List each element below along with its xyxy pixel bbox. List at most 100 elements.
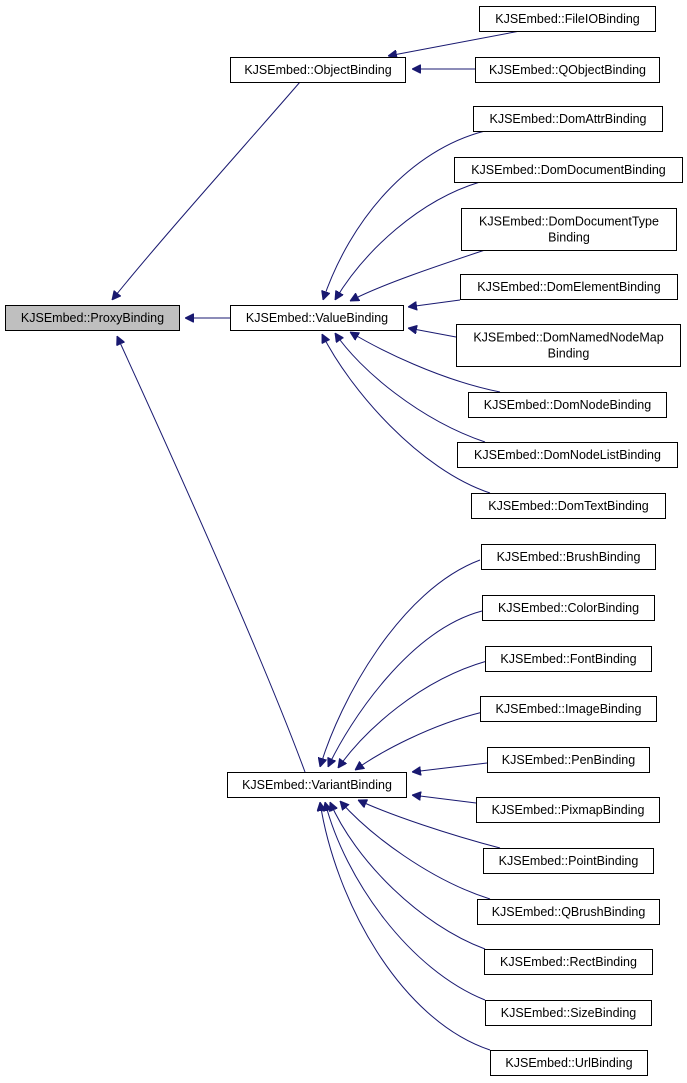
edge-url-to-variant: [320, 802, 491, 1051]
class-node-label: Binding: [548, 347, 590, 361]
class-node-box[interactable]: [481, 544, 656, 570]
edge-brush-to-variant: [320, 559, 481, 767]
class-node-variant[interactable]: KJSEmbed::VariantBinding: [227, 772, 407, 798]
class-node-label: KJSEmbed::ColorBinding: [498, 601, 639, 615]
class-node-label: KJSEmbed::DomNamedNodeMap: [473, 331, 663, 345]
class-node-domtext[interactable]: KJSEmbed::DomTextBinding: [471, 493, 666, 519]
edge-domnode-to-value: [350, 332, 501, 393]
class-node-box: [5, 305, 180, 331]
class-node-label: KJSEmbed::QBrushBinding: [492, 905, 646, 919]
class-node-label: KJSEmbed::BrushBinding: [497, 550, 641, 564]
edges-layer: [112, 30, 521, 1051]
class-node-pixmap[interactable]: KJSEmbed::PixmapBinding: [476, 797, 660, 823]
nodes-layer: KJSEmbed::ProxyBinding KJSEmbed::ObjectBi…: [5, 6, 683, 1076]
class-node-label: KJSEmbed::UrlBinding: [505, 1056, 632, 1070]
class-node-box[interactable]: [485, 1000, 652, 1026]
class-node-box[interactable]: [454, 157, 683, 183]
class-node-size[interactable]: KJSEmbed::SizeBinding: [485, 1000, 652, 1026]
class-node-domelement[interactable]: KJSEmbed::DomElementBinding: [460, 274, 678, 300]
class-node-value[interactable]: KJSEmbed::ValueBinding: [230, 305, 404, 331]
edge-domattr-to-value: [323, 130, 486, 300]
class-node-box[interactable]: [456, 324, 681, 367]
edge-domnodelist-to-value: [335, 333, 486, 443]
class-node-label: KJSEmbed::DomDocumentType: [479, 215, 659, 229]
class-node-label: KJSEmbed::ValueBinding: [246, 311, 388, 325]
class-node-label: KJSEmbed::FontBinding: [500, 652, 636, 666]
class-node-label: KJSEmbed::FileIOBinding: [495, 12, 640, 26]
class-node-box[interactable]: [460, 274, 678, 300]
class-node-label: KJSEmbed::ProxyBinding: [21, 311, 164, 325]
class-node-label: KJSEmbed::DomDocumentBinding: [471, 163, 666, 177]
class-node-box[interactable]: [468, 392, 667, 418]
class-node-label: KJSEmbed::DomAttrBinding: [489, 112, 646, 126]
class-node-box[interactable]: [473, 106, 663, 132]
class-node-box[interactable]: [476, 797, 660, 823]
class-node-domdocument[interactable]: KJSEmbed::DomDocumentBinding: [454, 157, 683, 183]
class-node-box[interactable]: [457, 442, 678, 468]
class-node-label: KJSEmbed::DomNodeListBinding: [474, 448, 661, 462]
class-node-qbrush[interactable]: KJSEmbed::QBrushBinding: [477, 899, 660, 925]
edge-image-to-variant: [355, 711, 484, 770]
class-node-color[interactable]: KJSEmbed::ColorBinding: [482, 595, 655, 621]
edge-pen-to-variant: [412, 762, 488, 772]
edge-domtext-to-value: [322, 334, 491, 494]
class-node-box[interactable]: [490, 1050, 648, 1076]
edge-variant-to-proxy: [117, 336, 306, 773]
class-node-box[interactable]: [485, 646, 652, 672]
class-node-label: Binding: [548, 231, 590, 245]
class-node-box[interactable]: [484, 949, 653, 975]
class-node-url[interactable]: KJSEmbed::UrlBinding: [490, 1050, 648, 1076]
edge-point-to-variant: [358, 800, 501, 849]
class-node-pen[interactable]: KJSEmbed::PenBinding: [487, 747, 650, 773]
class-node-label: KJSEmbed::DomElementBinding: [477, 280, 660, 294]
class-node-box[interactable]: [483, 848, 654, 874]
class-node-label: KJSEmbed::RectBinding: [500, 955, 637, 969]
edge-color-to-variant: [328, 610, 483, 767]
class-node-point[interactable]: KJSEmbed::PointBinding: [483, 848, 654, 874]
class-node-label: KJSEmbed::SizeBinding: [501, 1006, 637, 1020]
class-node-box[interactable]: [461, 208, 677, 251]
class-node-label: KJSEmbed::PenBinding: [502, 753, 635, 767]
class-node-box[interactable]: [477, 899, 660, 925]
class-node-image[interactable]: KJSEmbed::ImageBinding: [480, 696, 657, 722]
edge-domelement-to-value: [408, 299, 461, 307]
class-node-label: KJSEmbed::DomTextBinding: [488, 499, 649, 513]
class-node-box[interactable]: [479, 6, 656, 32]
class-node-box[interactable]: [480, 696, 657, 722]
class-node-box[interactable]: [227, 772, 407, 798]
edge-object-to-proxy: [112, 81, 301, 300]
edge-fileio-to-object: [388, 30, 521, 56]
class-node-domattr[interactable]: KJSEmbed::DomAttrBinding: [473, 106, 663, 132]
class-node-object[interactable]: KJSEmbed::ObjectBinding: [230, 57, 406, 83]
class-node-label: KJSEmbed::PointBinding: [499, 854, 639, 868]
class-node-box[interactable]: [482, 595, 655, 621]
class-node-domnodelist[interactable]: KJSEmbed::DomNodeListBinding: [457, 442, 678, 468]
edge-font-to-variant: [338, 660, 488, 768]
class-node-box[interactable]: [230, 57, 406, 83]
class-node-label: KJSEmbed::QObjectBinding: [489, 63, 646, 77]
class-node-domnode[interactable]: KJSEmbed::DomNodeBinding: [468, 392, 667, 418]
class-node-box[interactable]: [487, 747, 650, 773]
class-node-font[interactable]: KJSEmbed::FontBinding: [485, 646, 652, 672]
class-node-fileio[interactable]: KJSEmbed::FileIOBinding: [479, 6, 656, 32]
edge-domdoctype-to-value: [350, 249, 486, 301]
class-node-label: KJSEmbed::PixmapBinding: [492, 803, 645, 817]
class-node-label: KJSEmbed::DomNodeBinding: [484, 398, 651, 412]
edge-pixmap-to-variant: [412, 795, 477, 804]
class-node-proxy: KJSEmbed::ProxyBinding: [5, 305, 180, 331]
edge-size-to-variant: [325, 802, 486, 1001]
class-node-rect[interactable]: KJSEmbed::RectBinding: [484, 949, 653, 975]
edge-domnamednodemap-to-value: [408, 328, 457, 338]
edge-qbrush-to-variant: [340, 801, 491, 900]
edge-rect-to-variant: [330, 802, 486, 950]
class-node-box[interactable]: [475, 57, 660, 83]
class-node-box[interactable]: [471, 493, 666, 519]
class-node-brush[interactable]: KJSEmbed::BrushBinding: [481, 544, 656, 570]
class-node-box[interactable]: [230, 305, 404, 331]
class-node-qobject[interactable]: KJSEmbed::QObjectBinding: [475, 57, 660, 83]
class-node-label: KJSEmbed::VariantBinding: [242, 778, 392, 792]
class-node-label: KJSEmbed::ImageBinding: [496, 702, 642, 716]
